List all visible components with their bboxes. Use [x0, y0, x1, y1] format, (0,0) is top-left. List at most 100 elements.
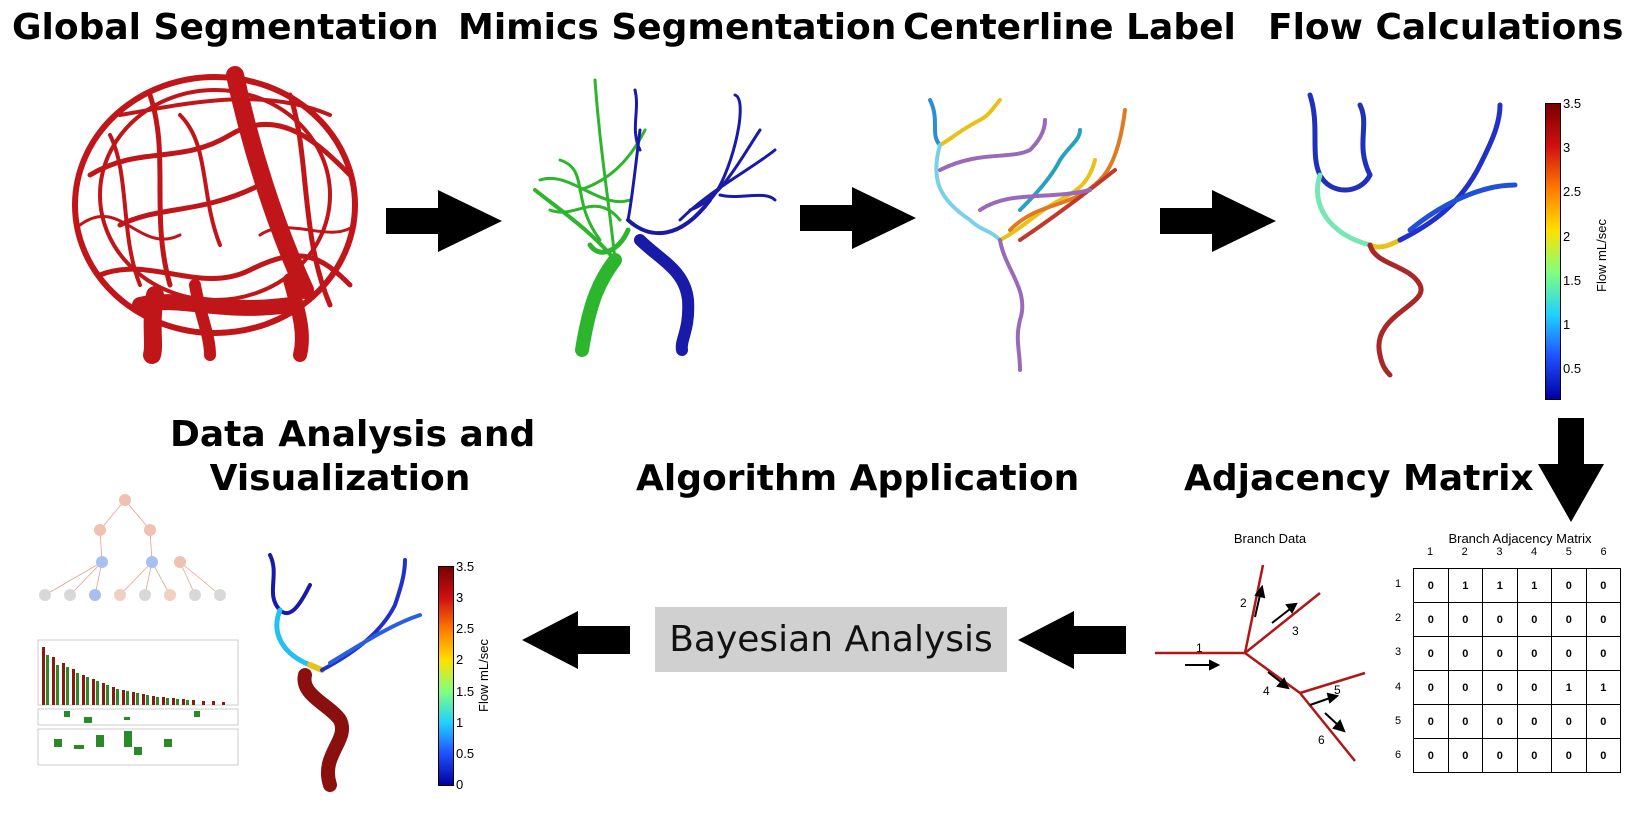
title-data-analysis: Data Analysis and Visualization [170, 413, 536, 501]
title-centerline-label: Centerline Label [903, 7, 1236, 48]
arrow-right-1 [386, 190, 502, 252]
adjacency-cell: 0 [1482, 636, 1518, 671]
branch-label: 2 [1240, 596, 1247, 610]
branch-label: 4 [1263, 684, 1270, 698]
adjacency-row-header: 4 [1394, 680, 1402, 693]
algorithm-flow-image [268, 553, 422, 792]
colorbar-tick: 2 [1563, 228, 1571, 244]
adjacency-cell: 0 [1482, 738, 1518, 773]
colorbar-tick: 2.5 [456, 621, 475, 637]
adjacency-cell: 0 [1585, 704, 1621, 739]
title-adjacency-matrix: Adjacency Matrix [1184, 458, 1534, 499]
branch-label: 6 [1318, 733, 1325, 747]
branch-data-title: Branch Data [1233, 531, 1307, 546]
adjacency-matrix-title: Branch Adjacency Matrix [1448, 531, 1592, 546]
adjacency-col-header: 4 [1531, 546, 1538, 558]
adjacency-col-header: 6 [1600, 546, 1607, 558]
centerline-label-image [928, 98, 1127, 372]
adjacency-cell: 0 [1516, 704, 1552, 739]
adjacency-cell: 0 [1413, 568, 1449, 603]
arrow-right-3 [1160, 190, 1276, 252]
flow-colorbar-bottom [438, 566, 454, 786]
adjacency-col-header: 3 [1496, 546, 1503, 558]
title-global-segmentation: Global Segmentation [12, 7, 439, 48]
global-segmentation-image [72, 66, 358, 364]
adjacency-cell: 0 [1413, 704, 1449, 739]
adjacency-cell: 0 [1447, 704, 1483, 739]
adjacency-cell: 0 [1447, 670, 1483, 705]
adjacency-cell: 0 [1516, 738, 1552, 773]
arrow-left-2 [522, 611, 630, 669]
adjacency-cell: 0 [1413, 738, 1449, 773]
colorbar-bottom-label: Flow mL/sec [476, 639, 491, 712]
adjacency-row-header: 2 [1394, 612, 1402, 625]
colorbar-tick: 0.5 [456, 745, 475, 761]
bayesian-analysis-box: Bayesian Analysis [655, 607, 1007, 672]
flow-calculations-image [1307, 92, 1518, 378]
adjacency-row-header: 1 [1394, 578, 1402, 590]
adjacency-cell: 0 [1482, 670, 1518, 705]
adjacency-cell: 0 [1585, 602, 1621, 637]
adjacency-cell: 0 [1585, 568, 1621, 603]
adjacency-cell: 0 [1516, 670, 1552, 705]
adjacency-cell: 1 [1516, 568, 1552, 603]
adjacency-cell: 0 [1482, 602, 1518, 637]
branch-data-diagram [1155, 564, 1366, 762]
adjacency-cell: 0 [1447, 602, 1483, 637]
colorbar-tick: 2.5 [1563, 184, 1582, 200]
adjacency-cell: 0 [1447, 738, 1483, 773]
mimics-segmentation-image [533, 78, 777, 357]
title-data-analysis-line1: Data Analysis and [170, 414, 536, 455]
colorbar-tick: 0.5 [1563, 361, 1582, 376]
adjacency-cell: 0 [1447, 636, 1483, 671]
title-mimics-segmentation: Mimics Segmentation [458, 7, 897, 48]
flow-colorbar-top [1545, 103, 1561, 400]
adjacency-cell: 0 [1551, 568, 1587, 603]
colorbar-tick: 3.5 [456, 559, 475, 574]
colorbar-tick: 1 [1563, 316, 1571, 332]
adjacency-cell: 0 [1585, 636, 1621, 671]
adjacency-cell: 0 [1413, 670, 1449, 705]
adjacency-row-header: 3 [1394, 646, 1402, 659]
adjacency-cell: 0 [1551, 704, 1587, 739]
adjacency-cell: 1 [1482, 568, 1518, 603]
adjacency-cell: 0 [1551, 738, 1587, 773]
arrow-right-2 [800, 187, 916, 249]
adjacency-cell: 1 [1585, 670, 1621, 705]
adjacency-cell: 0 [1516, 636, 1552, 671]
adjacency-cell: 1 [1551, 670, 1587, 705]
colorbar-top-label: Flow mL/sec [1594, 219, 1609, 292]
colorbar-tick: 1 [456, 714, 464, 730]
adjacency-col-header: 2 [1461, 546, 1468, 558]
adjacency-cell: 1 [1447, 568, 1483, 603]
adjacency-cell: 0 [1413, 602, 1449, 637]
adjacency-cell: 0 [1516, 602, 1552, 637]
colorbar-tick: 3 [1563, 140, 1571, 156]
colorbar-tick: 3 [456, 590, 464, 606]
title-flow-calculations: Flow Calculations [1268, 7, 1624, 48]
title-algorithm-application: Algorithm Application [636, 458, 1080, 499]
arrow-down [1538, 418, 1604, 522]
branch-label: 1 [1196, 641, 1203, 655]
adjacency-row-header: 6 [1394, 749, 1402, 761]
adjacency-cell: 0 [1551, 602, 1587, 637]
adjacency-row-header: 5 [1394, 714, 1402, 727]
colorbar-tick: 1.5 [1563, 272, 1582, 288]
adjacency-cell: 0 [1482, 704, 1518, 739]
title-data-analysis-line2: Visualization [209, 458, 471, 499]
branch-label: 3 [1292, 624, 1299, 638]
tree-visualization-thumbnail [39, 494, 226, 601]
adjacency-col-header: 5 [1565, 546, 1572, 558]
colorbar-tick: 1.5 [456, 683, 475, 699]
adjacency-cell: 0 [1413, 636, 1449, 671]
adjacency-col-header: 1 [1426, 546, 1434, 558]
colorbar-tick: 0 [456, 777, 464, 792]
bar-chart-thumbnail [34, 635, 244, 770]
adjacency-cell: 0 [1551, 636, 1587, 671]
